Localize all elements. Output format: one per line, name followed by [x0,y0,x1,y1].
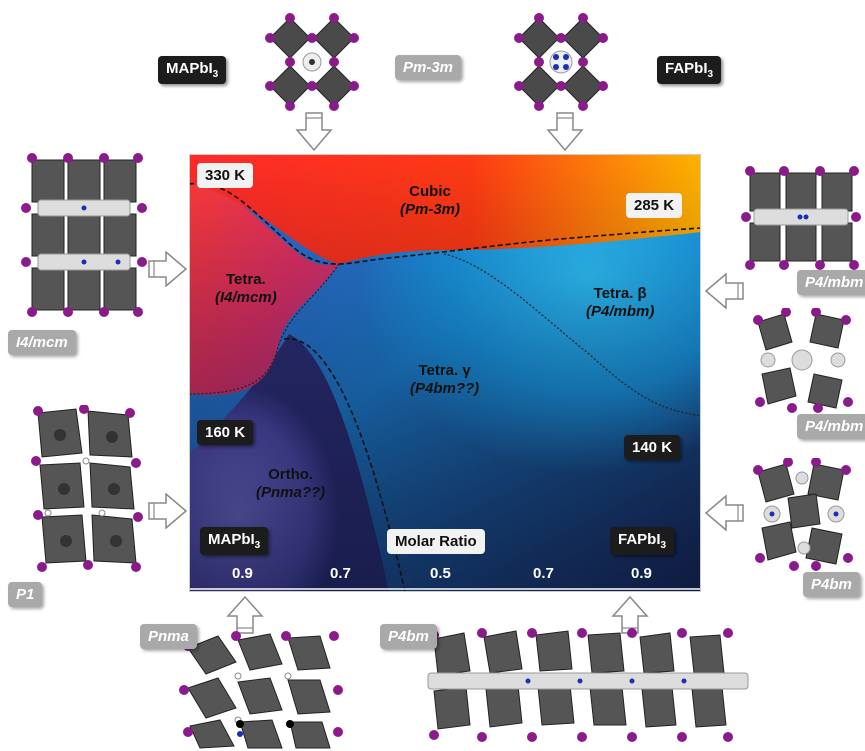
phase-tetra-left: Tetra. (I4/mcm) [215,271,277,307]
crystal-structure-pnma-icon [179,631,343,749]
cubic-boundary [189,182,701,265]
phase-tetra-gamma-name: Tetra. γ [418,362,471,379]
group-tag-i4mcm: I4/mcm [8,330,76,355]
group-tag-p4mbm-a: P4/mbm [797,270,865,295]
group-tag-pm3m: Pm-3m [395,55,462,80]
crystal-structure-p4bm-bottom-icon [427,628,749,742]
beta-gamma-boundary [443,253,701,417]
crystal-structure-cubic-ma-icon [265,13,359,111]
phase-ortho-name: Ortho. [268,466,314,483]
axis-right-end: FAPbI3 [610,527,675,555]
phase-tetra-gamma-group: (P4bm??) [410,380,480,397]
axis-left-end-sub: 3 [254,540,261,551]
crystal-structure-p4mbm-b-icon [753,308,853,413]
tick-label: 0.7 [330,565,351,582]
compound-tag-fapbi3-main: FAPbI [665,60,708,77]
group-tag-p1: P1 [8,582,43,607]
tick-label: 0.5 [430,565,451,582]
arrow-right-lower-icon [148,493,188,529]
compound-tag-mapbi3-sub: 3 [212,69,219,80]
phase-tetra-beta-name: Tetra. β [593,285,647,302]
arrow-down-right-icon [546,112,584,152]
tick-label: 0.7 [533,565,554,582]
compound-tag-fapbi3-sub: 3 [707,69,714,80]
tick-label: 0.9 [232,565,253,582]
compound-tag-mapbi3-main: MAPbI [166,60,213,77]
phase-cubic-group: (Pm-3m) [400,201,461,218]
phase-tetra-beta-group: (P4/mbm) [586,303,655,320]
arrow-up-right-icon [611,596,649,634]
axis-right-end-main: FAPbI [618,531,661,548]
crystal-structure-p4bm-right-icon [753,458,853,571]
axis-label: Molar Ratio [387,529,485,554]
axis-right-end-sub: 3 [660,540,667,551]
tetra-left-boundary [189,263,340,395]
group-tag-p4mbm-b: P4/mbm [797,414,865,439]
ortho-boundary [283,338,406,592]
axis-left-end: MAPbI3 [200,527,269,555]
group-tag-p4bm-bottom: P4bm [380,624,437,649]
phase-ortho-group: (Pnma??) [256,484,326,501]
arrow-right-upper-icon [148,251,188,287]
phase-ortho: Ortho. (Pnma??) [256,466,325,502]
arrow-left-lower-icon [704,495,744,531]
compound-tag-fapbi3: FAPbI3 [657,56,722,84]
arrow-up-left-icon [226,596,264,634]
group-tag-pnma: Pnma [140,624,197,649]
temp-330k: 330 K [197,163,254,188]
arrow-down-left-icon [295,112,333,152]
phase-tetra-left-group: (I4/mcm) [215,289,277,306]
crystal-structure-cubic-fa-icon [514,13,608,111]
temp-140k: 140 K [624,435,681,460]
crystal-structure-i4mcm-icon [21,153,147,317]
phase-cubic: Cubic (Pm-3m) [400,183,460,219]
crystal-structure-p4mbm-a-icon [741,166,861,270]
crystal-structure-p1-icon [31,405,143,572]
axis-left-end-main: MAPbI [208,531,255,548]
phase-diagram [189,154,701,592]
arrow-left-upper-icon [704,273,744,309]
compound-tag-mapbi3: MAPbI3 [158,56,227,84]
tick-label: 0.9 [631,565,652,582]
temp-285k: 285 K [626,193,683,218]
phase-tetra-left-name: Tetra. [225,271,266,288]
phase-tetra-beta: Tetra. β (P4/mbm) [586,285,654,321]
temp-160k: 160 K [197,420,254,445]
group-tag-p4bm-right: P4bm [803,572,860,597]
phase-cubic-name: Cubic [409,183,451,200]
phase-tetra-gamma: Tetra. γ (P4bm??) [410,362,479,398]
